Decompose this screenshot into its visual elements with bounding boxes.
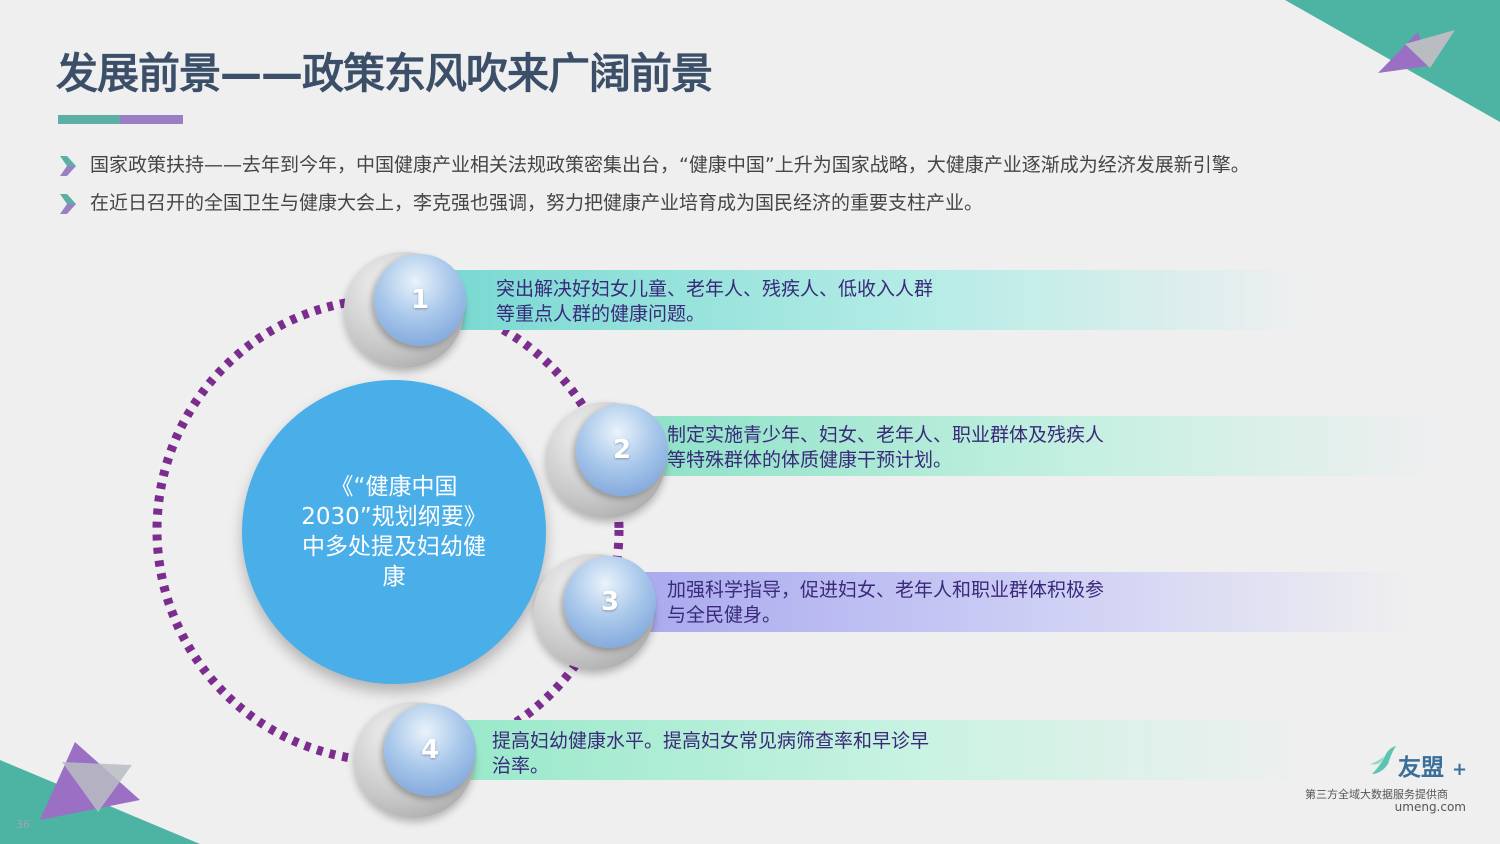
logo-subtitle: 第三方全域大数据服务提供商 bbox=[1305, 788, 1448, 801]
center-circle: 《“健康中国2030”规划纲要》中多处提及妇幼健康 bbox=[242, 380, 546, 684]
underline-purple-segment bbox=[120, 115, 183, 124]
item-text-2: 制定实施青少年、妇女、老年人、职业群体及残疾人等特殊群体的体质健康干预计划。 bbox=[667, 424, 1105, 471]
item-number: 1 bbox=[410, 285, 430, 315]
bullet-text: 国家政策扶持——去年到今年，中国健康产业相关法规政策密集出台，“健康中国”上升为… bbox=[90, 154, 1250, 176]
number-cylinder-4: 4 bbox=[354, 702, 476, 818]
item-number: 4 bbox=[420, 735, 440, 765]
umeng-logo: 友盟 + 第三方全域大数据服务提供商 umeng.com bbox=[1300, 740, 1480, 820]
item-text-3: 加强科学指导，促进妇女、老年人和职业群体积极参与全民健身。 bbox=[667, 579, 1105, 626]
number-cylinder-2: 2 bbox=[546, 402, 668, 518]
umeng-bird-icon bbox=[1370, 746, 1396, 774]
corner-triangle-gray-bottom bbox=[62, 762, 132, 812]
corner-triangle-gray-top bbox=[1405, 30, 1455, 68]
title-underline bbox=[58, 115, 183, 124]
cylinder-face: 1 bbox=[374, 254, 466, 346]
item-text-4: 提高妇幼健康水平。提高妇女常见病筛查率和早诊早治率。 bbox=[492, 730, 930, 777]
number-cylinder-3: 3 bbox=[534, 554, 656, 670]
chevron-bullet-icon bbox=[60, 155, 76, 176]
bullet-item: 国家政策扶持——去年到今年，中国健康产业相关法规政策密集出台，“健康中国”上升为… bbox=[58, 150, 1250, 178]
chevron-bullet-icon bbox=[60, 193, 76, 214]
item-text-1: 突出解决好妇女儿童、老年人、残疾人、低收入人群等重点人群的健康问题。 bbox=[496, 278, 934, 325]
number-cylinder-1: 1 bbox=[344, 252, 466, 368]
center-text: 《“健康中国2030”规划纲要》中多处提及妇幼健康 bbox=[301, 474, 487, 590]
item-band-3 bbox=[632, 572, 1412, 632]
item-number: 3 bbox=[600, 587, 620, 617]
cylinder-face: 2 bbox=[576, 404, 668, 496]
page-number: 36 bbox=[16, 818, 30, 831]
item-number: 2 bbox=[612, 435, 632, 465]
logo-plus: + bbox=[1452, 759, 1468, 780]
logo-name-text: 友盟 bbox=[1398, 755, 1444, 781]
cylinder-face: 4 bbox=[384, 704, 476, 796]
bullet-text: 在近日召开的全国卫生与健康大会上，李克强也强调，努力把健康产业培育成为国民经济的… bbox=[90, 192, 984, 214]
item-band-1 bbox=[448, 270, 1308, 330]
item-band-4 bbox=[448, 720, 1308, 780]
logo-name: 友盟 + bbox=[1398, 748, 1467, 782]
page-title: 发展前景——政策东风吹来广阔前景 bbox=[56, 49, 713, 98]
cylinder-face: 3 bbox=[564, 556, 656, 648]
item-band-2 bbox=[648, 416, 1438, 476]
logo-url: umeng.com bbox=[1394, 800, 1466, 814]
dotted-ring bbox=[152, 294, 624, 766]
underline-teal-segment bbox=[58, 115, 120, 124]
bullet-item: 在近日召开的全国卫生与健康大会上，李克强也强调，努力把健康产业培育成为国民经济的… bbox=[58, 188, 983, 216]
